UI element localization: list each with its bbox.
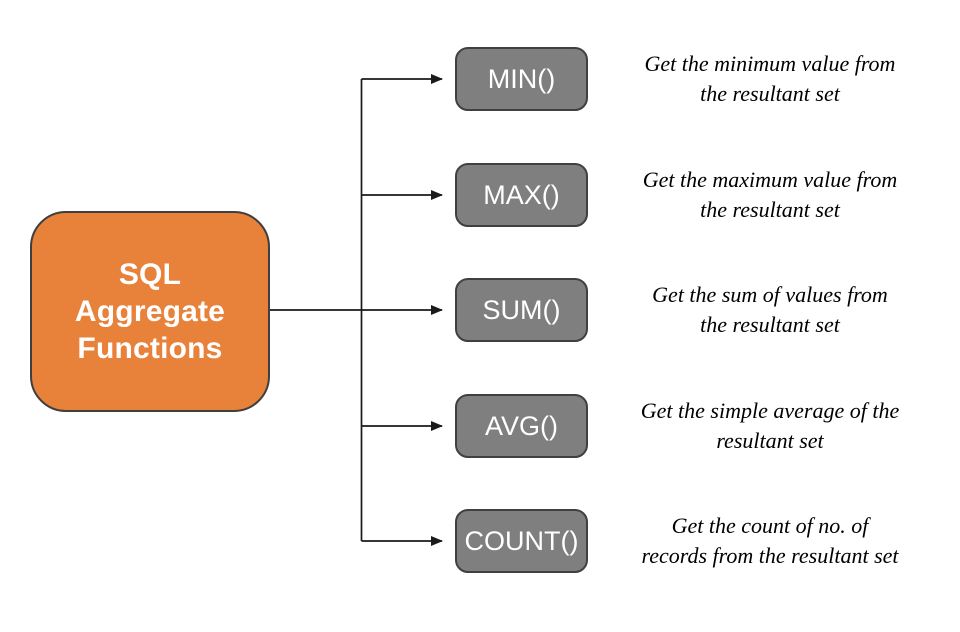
root-title-line-3: Functions xyxy=(77,332,223,365)
description-line: Get the count of no. of xyxy=(671,513,869,538)
function-node-count: COUNT() xyxy=(455,509,588,573)
function-node-avg-label: AVG() xyxy=(485,410,558,441)
description-line: the resultant set xyxy=(700,312,840,337)
root-title-line-1: SQL xyxy=(118,258,182,291)
root-node-sql-aggregate-functions: SQL Aggregate Functions xyxy=(30,211,270,412)
description-line: Get the maximum value from xyxy=(642,167,898,192)
root-node-title: SQL Aggregate Functions xyxy=(75,256,225,367)
function-node-min: MIN() xyxy=(455,47,588,111)
function-description-max: Get the maximum value from the resultant… xyxy=(612,162,928,228)
function-node-avg: AVG() xyxy=(455,394,588,458)
description-line: Get the minimum value from xyxy=(644,51,896,76)
function-node-sum: SUM() xyxy=(455,278,588,342)
function-node-sum-label: SUM() xyxy=(482,294,561,325)
description-line: the resultant set xyxy=(700,81,840,106)
function-node-min-label: MIN() xyxy=(487,63,556,94)
function-description-avg: Get the simple average of the resultant … xyxy=(612,393,928,459)
function-node-max: MAX() xyxy=(455,163,588,227)
description-line: the resultant set xyxy=(700,197,840,222)
description-line: records from the resultant set xyxy=(641,543,899,568)
description-line: Get the simple average of the xyxy=(640,398,900,423)
function-description-sum: Get the sum of values from the resultant… xyxy=(612,277,928,343)
function-node-max-label: MAX() xyxy=(483,179,560,210)
function-description-min: Get the minimum value from the resultant… xyxy=(612,46,928,112)
description-line: Get the sum of values from xyxy=(652,282,888,307)
function-description-count: Get the count of no. of records from the… xyxy=(612,508,928,574)
root-title-line-2: Aggregate xyxy=(74,295,226,328)
function-node-count-label: COUNT() xyxy=(464,525,579,556)
description-line: resultant set xyxy=(716,428,824,453)
